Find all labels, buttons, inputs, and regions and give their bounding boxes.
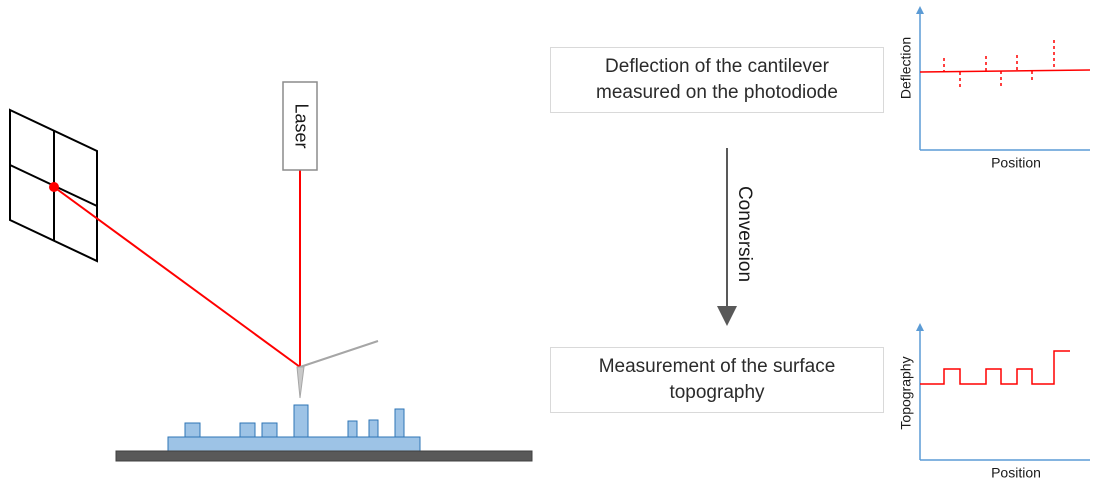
deflection-plot: Position Deflection [898, 6, 1091, 171]
deflection-trace-baseline [919, 69, 1091, 73]
sample-feature [239, 422, 256, 438]
laser-spot [49, 182, 59, 192]
topography-caption-line2: topography [669, 382, 765, 403]
sample [167, 404, 421, 452]
topography-y-axis-arrow [916, 323, 924, 331]
topography-caption-text: Measurement of the surface topography [599, 354, 836, 406]
substrate [115, 450, 533, 462]
laser-label: Laser [291, 103, 311, 148]
topography-caption-line1: Measurement of the surface [598, 356, 836, 377]
conversion-label: Conversion [734, 186, 755, 282]
deflection-y-axis-arrow [916, 6, 924, 14]
sample-base-layer [167, 436, 421, 452]
topography-trace [920, 350, 1070, 385]
deflection-y-label: Deflection [898, 37, 914, 99]
topography-caption-box: Measurement of the surface topography [550, 347, 884, 413]
sample-feature [293, 404, 309, 438]
topography-y-label: Topography [898, 356, 914, 429]
deflection-caption-line1: Deflection of the cantilever [605, 56, 829, 77]
sample-feature [347, 420, 358, 438]
cantilever-tip [296, 366, 305, 399]
sample-feature [184, 422, 201, 438]
deflection-caption-line2: measured on the photodiode [596, 82, 838, 103]
reflected-laser-beam [53, 186, 301, 368]
sample-feature [368, 419, 379, 438]
sample-feature [261, 422, 278, 438]
topography-plot: Position Topography [898, 323, 1090, 481]
cantilever [299, 340, 379, 368]
laser-source-box [282, 81, 318, 171]
deflection-x-label: Position [991, 155, 1041, 171]
deflection-caption-text: Deflection of the cantilever measured on… [596, 54, 838, 106]
deflection-caption-box: Deflection of the cantilever measured on… [550, 47, 884, 113]
photodiode-frame [9, 108, 98, 263]
sample-feature [394, 408, 405, 438]
topography-x-label: Position [991, 465, 1041, 481]
